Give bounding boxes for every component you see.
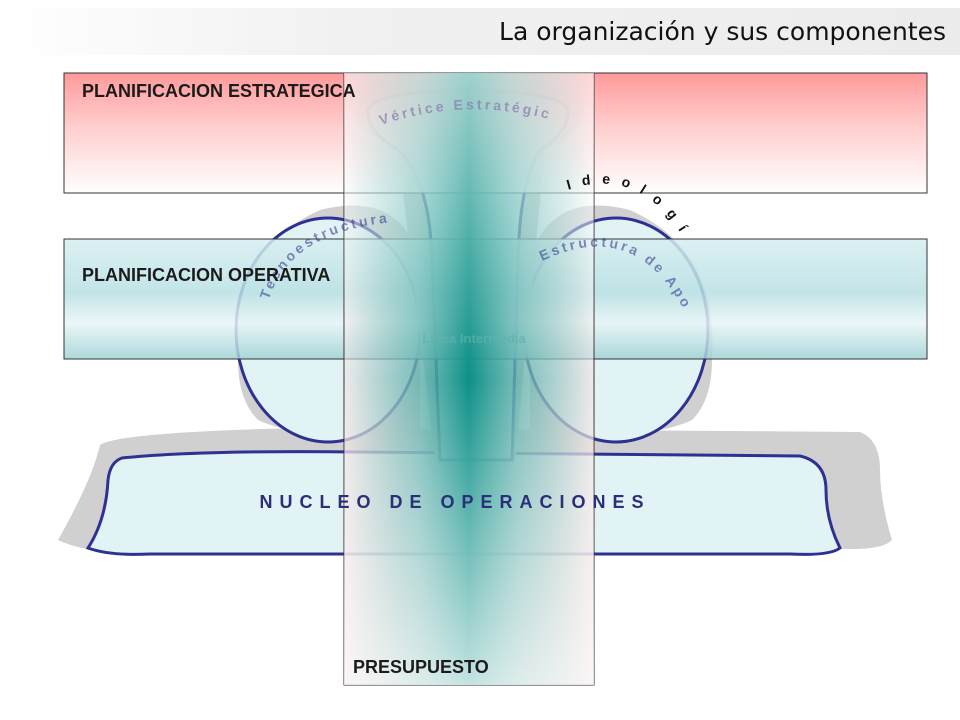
operating-core-label: NUCLEO DE OPERACIONES	[259, 492, 651, 512]
slide-title: La organización y sus componentes	[499, 17, 946, 46]
middle-line-label: Línea Intermedia	[422, 331, 526, 346]
middle-line-label-text: Línea Intermedia	[422, 331, 526, 346]
title-bar: La organización y sus componentes	[0, 8, 960, 55]
strategic-planning-label: PLANIFICACION ESTRATEGICA	[82, 81, 356, 101]
budget-label: PRESUPUESTO	[353, 657, 489, 677]
center-beam-fade	[344, 73, 594, 685]
operative-planning-label: PLANIFICACION OPERATIVA	[82, 265, 331, 285]
